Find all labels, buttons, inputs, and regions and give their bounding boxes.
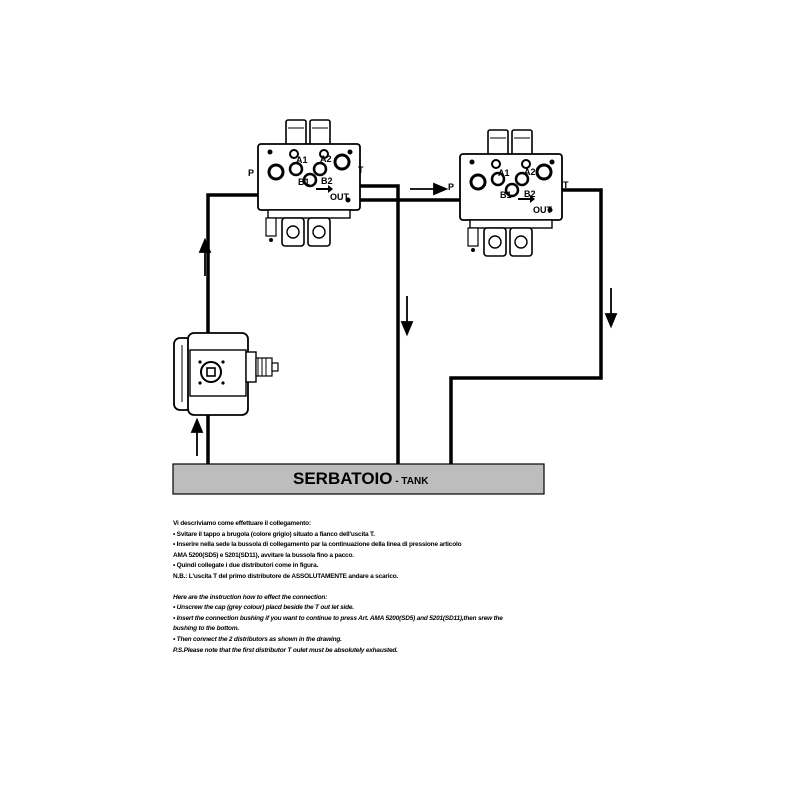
instructions-it-line: N.B.: L'uscita T del primo distributore … (173, 572, 399, 580)
valve2-port-t: T (563, 180, 569, 190)
instructions-en-title: Here are the instruction how to effect t… (173, 593, 328, 601)
valve1-port-b1: B1 (298, 177, 310, 187)
arrow-down-icon (400, 296, 414, 337)
valve1-port-p: P (248, 168, 254, 178)
tank: SERBATOIO - TANK (172, 463, 545, 495)
instructions-it-line: • Quindi collegate i due distributori co… (173, 562, 319, 570)
instructions-en-line: P.S.Please note that the first distribut… (173, 646, 398, 654)
valve1-port-a1: A1 (296, 155, 308, 165)
tank-label-main: SERBATOIO (293, 469, 393, 488)
valve2-port-a2: A2 (524, 167, 536, 177)
arrow-up-icon (190, 417, 204, 456)
valve1-port-out: OUT (330, 192, 350, 202)
instructions-en-line: • Insert the connection bushing if you w… (173, 614, 503, 622)
arrow-up-icon (198, 237, 212, 276)
tank-label-sub: - TANK (393, 476, 430, 487)
valve2-port-out: OUT (533, 205, 553, 215)
instructions-en-line: bushing to the bottom. (173, 625, 240, 633)
instructions-it-line: AMA 5200(SD5) e 5201(SD11), avvitare la … (173, 551, 354, 559)
valve2-port-p: P (448, 182, 454, 192)
valve1-port-b2: B2 (321, 176, 333, 186)
valve2-t-return-pipe (449, 188, 603, 464)
valve1-t-return-pipe (358, 184, 400, 464)
instructions: Vi descriviamo come effettuare il colleg… (173, 519, 503, 656)
instructions-en-line: • Then connect the 2 distributors as sho… (173, 635, 342, 643)
arrow-down-icon (604, 288, 618, 329)
pump-to-valve1-pipe (206, 193, 262, 464)
valve2-port-a1: A1 (498, 168, 510, 178)
valve2-port-b2: B2 (524, 189, 536, 199)
flow-arrows (190, 182, 618, 456)
valve2-port-b1: B1 (500, 190, 512, 200)
instructions-it-line: • Svitare il tappo a brugola (colore gri… (173, 530, 375, 538)
instructions-it-line: • Inserire nella sede la bussola di coll… (173, 541, 462, 549)
valve1-port-t: T (358, 165, 364, 175)
valve1-port-a2: A2 (320, 154, 332, 164)
hydraulic-pump (173, 332, 279, 416)
svg-text:SERBATOIO - TANK: SERBATOIO - TANK (293, 469, 429, 488)
arrow-right-icon (410, 182, 449, 196)
instructions-en-line: • Unscrew the cap (grey colour) placd be… (173, 604, 354, 612)
instructions-it-title: Vi descriviamo come effettuare il colleg… (173, 520, 311, 527)
